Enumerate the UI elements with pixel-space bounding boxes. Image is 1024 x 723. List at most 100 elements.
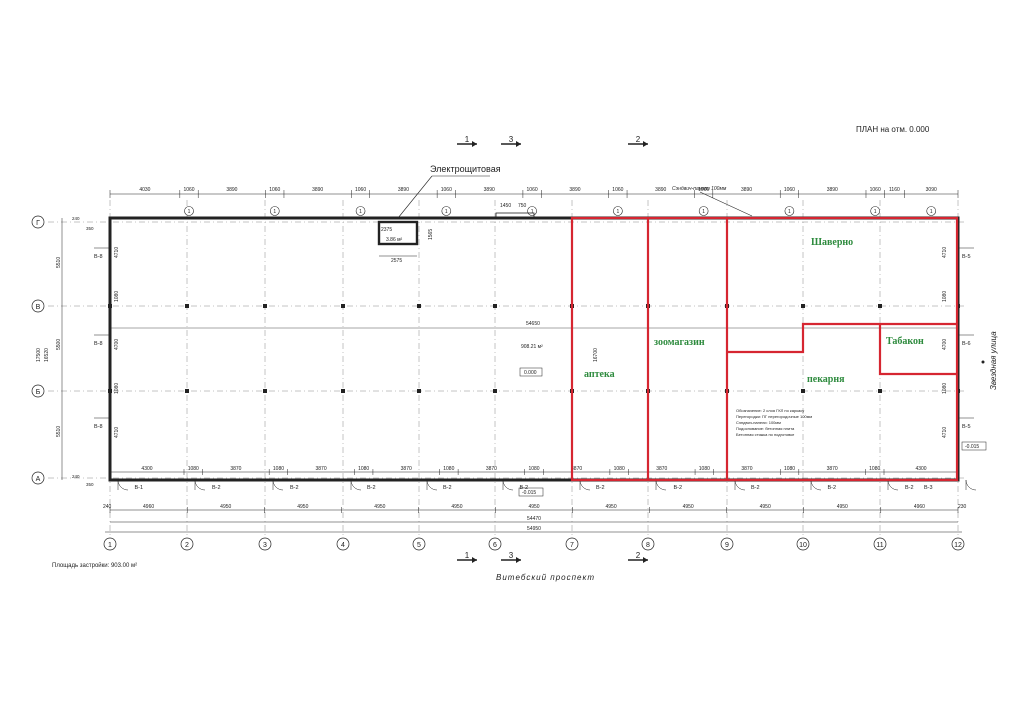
level-outside: -0.015 <box>522 490 536 496</box>
door-mark-text: 1 <box>788 209 791 215</box>
window-tag-bottom-2: В-2 <box>290 485 299 491</box>
right-mark: -0.015 <box>965 444 979 450</box>
top-dim-18: 1160 <box>889 187 900 193</box>
section-arrow <box>472 141 477 147</box>
notes-box: Обозначение: 2 слоя ГКЛ по каркасу Перег… <box>736 408 812 437</box>
window-tag-left-0: В-8 <box>94 254 103 260</box>
bottom-dim2-8: 4950 <box>760 504 771 510</box>
section-label: 3 <box>509 551 514 560</box>
left-small-3: 350 <box>86 482 94 487</box>
window-tag-bottom-8: В-2 <box>751 485 760 491</box>
axis-bubble-3 <box>31 471 45 485</box>
top-dim-19: 3090 <box>926 187 937 193</box>
axis-bubble-5 <box>412 537 426 551</box>
side-dim-left-4: 4710 <box>114 427 120 438</box>
window-tag-bottom-9: В-2 <box>828 485 837 491</box>
top-dim-8: 3890 <box>484 187 495 193</box>
side-dim-right-2: 4700 <box>942 339 948 350</box>
section-arrow <box>643 557 648 563</box>
bottom-dim2-1: 4950 <box>220 504 231 510</box>
axis-bubble-9 <box>720 537 734 551</box>
street-bottom: Витебский проспект <box>496 573 595 582</box>
door-mark-top <box>355 206 366 216</box>
bottom-overall-1: 54470 <box>527 516 541 522</box>
side-dim-right-3: 1080 <box>942 383 948 394</box>
axis-label-9: 9 <box>725 542 729 549</box>
window-tag-bottom-10: В-2 <box>905 485 914 491</box>
section-label: 1 <box>465 135 470 144</box>
bottom-dim1-13: 1080 <box>699 466 710 472</box>
column-dot <box>493 304 497 308</box>
side-dim-left-2: 4700 <box>114 339 120 350</box>
left-dim-2: 5510 <box>56 426 62 437</box>
bottom-dim2-4: 4950 <box>451 504 462 510</box>
axis-bubble-4 <box>336 537 350 551</box>
bottom-dim1-9: 1080 <box>528 466 539 472</box>
top-dim-10: 3890 <box>569 187 580 193</box>
section-arrow <box>472 557 477 563</box>
axis-letter-2: Б <box>36 389 41 396</box>
bottom-dim1-8: 3870 <box>486 466 497 472</box>
axis-label-6: 6 <box>493 542 497 549</box>
top-dim-17: 1060 <box>870 187 881 193</box>
bottom-dim2-7: 4950 <box>683 504 694 510</box>
bottom-dim1-16: 3870 <box>827 466 838 472</box>
street-right: Звездная улица <box>989 331 998 390</box>
window-tag-right-1: В-6 <box>962 341 971 347</box>
axis-label-4: 4 <box>341 542 345 549</box>
axis-bubble-7 <box>565 537 579 551</box>
axis-bubble-1 <box>103 537 117 551</box>
bottom-dim1-12: 3870 <box>656 466 667 472</box>
bottom-dim2-3: 4950 <box>374 504 385 510</box>
axis-bubble-6 <box>488 537 502 551</box>
top-dim-12: 3890 <box>655 187 666 193</box>
bottom-dim1-15: 1080 <box>784 466 795 472</box>
electric-room-width: 2375 <box>381 227 392 233</box>
door-mark-top <box>613 206 623 216</box>
bottom-dim2-0: 4960 <box>143 504 154 510</box>
axis-label-8: 8 <box>646 542 650 549</box>
side-dim-right-1: 1080 <box>942 291 948 302</box>
axis-label-10: 10 <box>799 542 807 549</box>
leader-note: Сэндвич-панели 100мм <box>672 186 727 192</box>
top-dim-3: 1060 <box>269 187 280 193</box>
note-3: Сэндвич-панели: 100мм <box>736 420 781 425</box>
column-dot <box>417 389 421 393</box>
window-tag-right-0: В-5 <box>962 254 971 260</box>
axis-bubble-10 <box>796 537 810 551</box>
window-tag-left-2: В-8 <box>94 424 103 430</box>
axis-bubble-12 <box>951 537 965 551</box>
bottom-dim1-2: 3870 <box>230 466 241 472</box>
door-mark-text: 1 <box>359 209 362 215</box>
axis-bubble-2 <box>180 537 194 551</box>
axis-bubble-3 <box>258 537 272 551</box>
electric-room-area: 3.86 м² <box>386 237 403 243</box>
top-dim-15: 1060 <box>784 187 795 193</box>
area-total: Площадь застройки: 903.00 м² <box>52 562 137 569</box>
left-dim-1: 5500 <box>56 339 62 350</box>
bottom-dim1-4: 3870 <box>315 466 326 472</box>
door-mark-text: 1 <box>874 209 877 215</box>
axis-bubble-0 <box>31 215 45 229</box>
note-5: Бетонная стяжка по подготовке <box>736 432 795 437</box>
window-tag-bottom-1: В-2 <box>212 485 221 491</box>
side-dim-right-0: 4710 <box>942 247 948 258</box>
top-dim-4: 3890 <box>312 187 323 193</box>
axis-bubble-2 <box>31 384 45 398</box>
window-tag-right-2: В-5 <box>962 424 971 430</box>
door-mark-text: 1 <box>445 209 448 215</box>
section-arrow <box>516 557 521 563</box>
bottom-dim1-18: 4300 <box>915 466 926 472</box>
column-dot <box>341 389 345 393</box>
column-dot <box>341 304 345 308</box>
door-mark-top <box>870 206 880 216</box>
axis-label-7: 7 <box>570 542 574 549</box>
axis-letter-3: А <box>36 476 41 483</box>
axis-label-11: 11 <box>876 542 883 549</box>
left-small-2: 240 <box>72 474 80 479</box>
column-dot <box>263 389 267 393</box>
section-arrow <box>516 141 521 147</box>
axis-label-5: 5 <box>417 542 421 549</box>
bottom-dim1-11: 1080 <box>614 466 625 472</box>
